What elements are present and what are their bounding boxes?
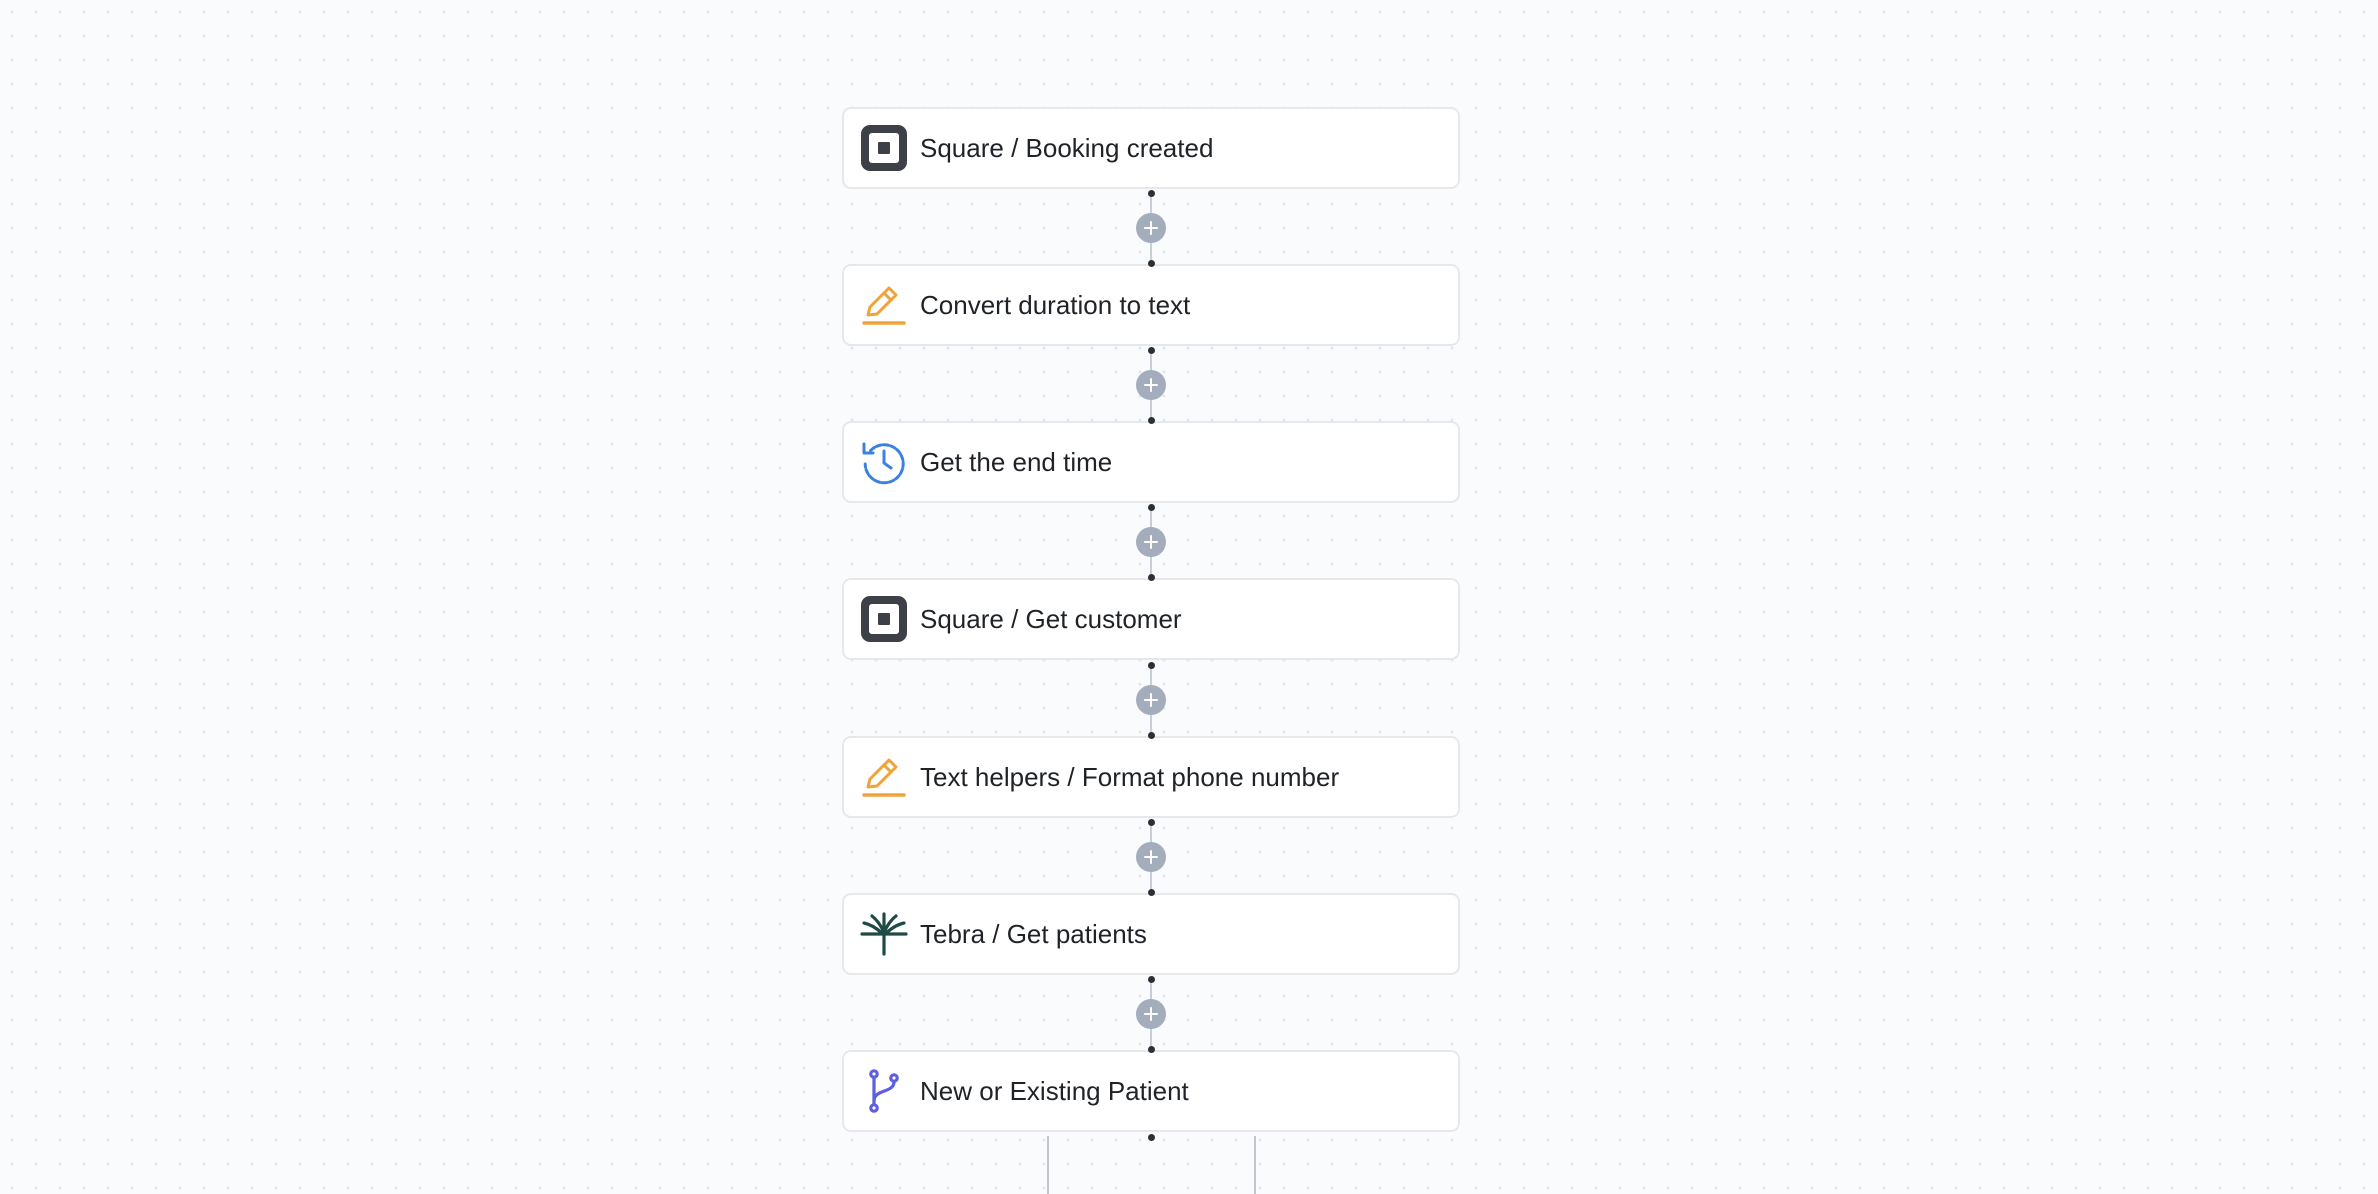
add-step-button[interactable]	[1136, 685, 1166, 715]
step-convert-duration-to-text[interactable]: Convert duration to text	[842, 264, 1460, 346]
square-logo-icon	[860, 124, 908, 172]
clock-history-icon	[860, 438, 908, 486]
step-label: Get the end time	[920, 446, 1113, 477]
tebra-logo-icon	[860, 910, 908, 958]
connector-dot	[1148, 732, 1155, 739]
add-step-button[interactable]	[1136, 213, 1166, 243]
step-new-or-existing-patient[interactable]: New or Existing Patient	[842, 1050, 1460, 1132]
step-text-helpers-format-phone-number[interactable]: Text helpers / Format phone number	[842, 736, 1460, 818]
connector-dot	[1148, 574, 1155, 581]
add-step-button[interactable]	[1136, 842, 1166, 872]
branch-line-left	[1047, 1136, 1049, 1194]
connector-dot	[1148, 976, 1155, 983]
step-get-the-end-time[interactable]: Get the end time	[842, 421, 1460, 503]
connector-dot	[1148, 504, 1155, 511]
connector-dot	[1148, 819, 1155, 826]
step-square-get-customer[interactable]: Square / Get customer	[842, 578, 1460, 660]
step-label: Text helpers / Format phone number	[920, 761, 1340, 792]
step-square-booking-created[interactable]: Square / Booking created	[842, 107, 1460, 189]
step-label: Square / Get customer	[920, 603, 1182, 634]
connector-dot	[1148, 1134, 1155, 1141]
pencil-icon	[860, 753, 908, 801]
connector-dot	[1148, 889, 1155, 896]
connector-dot	[1148, 662, 1155, 669]
connector-dot	[1148, 347, 1155, 354]
connector-dot	[1148, 1046, 1155, 1053]
add-step-button[interactable]	[1136, 527, 1166, 557]
branch-line-right	[1254, 1136, 1256, 1194]
step-label: Square / Booking created	[920, 132, 1214, 163]
add-step-button[interactable]	[1136, 370, 1166, 400]
connector-dot	[1148, 190, 1155, 197]
branch-icon	[860, 1067, 908, 1115]
connector-dot	[1148, 260, 1155, 267]
step-tebra-get-patients[interactable]: Tebra / Get patients	[842, 893, 1460, 975]
connector-dot	[1148, 417, 1155, 424]
step-label: Convert duration to text	[920, 289, 1191, 320]
step-label: Tebra / Get patients	[920, 918, 1147, 949]
step-label: New or Existing Patient	[920, 1075, 1189, 1106]
square-logo-icon	[860, 595, 908, 643]
add-step-button[interactable]	[1136, 999, 1166, 1029]
pencil-icon	[860, 281, 908, 329]
